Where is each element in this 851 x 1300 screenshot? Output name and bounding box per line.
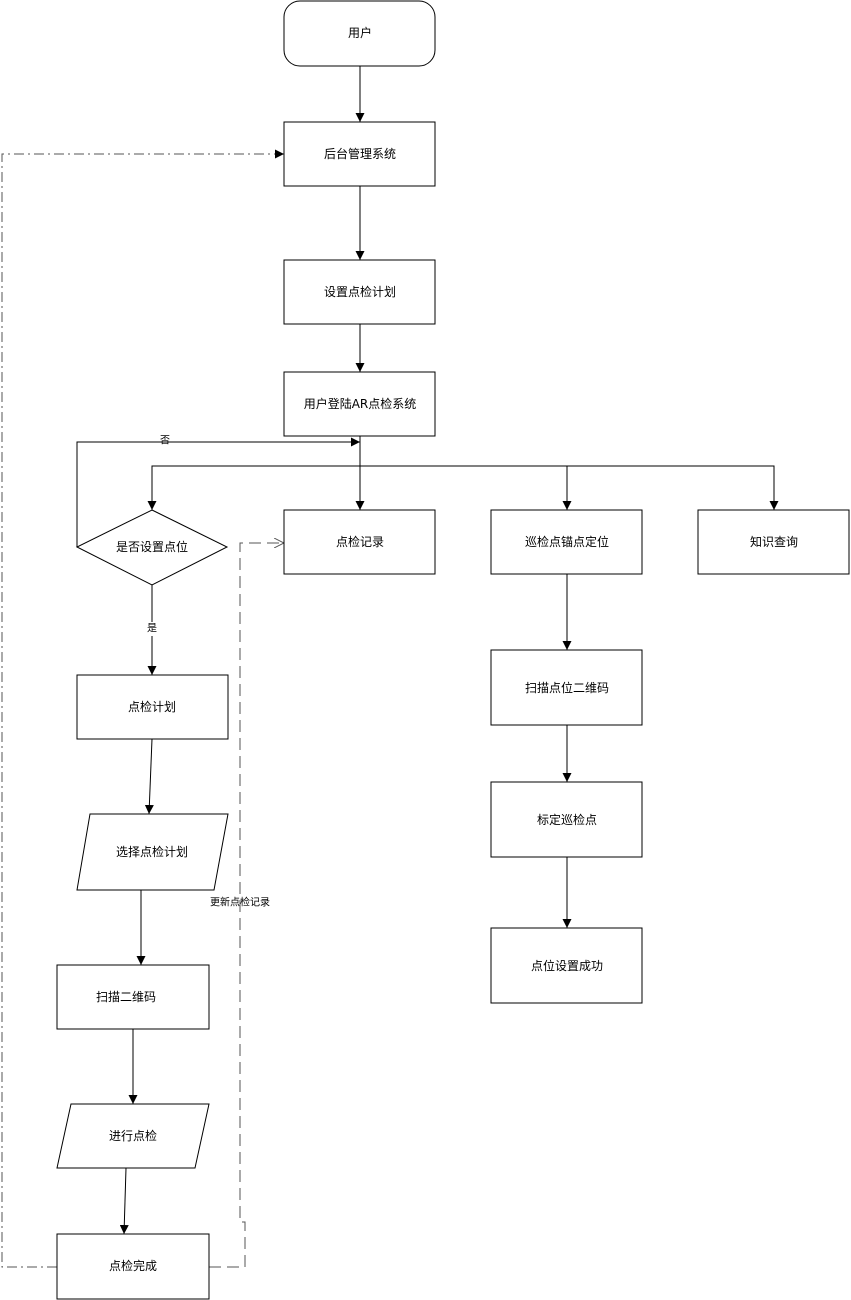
node-do-inspection-shape — [56, 1103, 210, 1169]
node-select-plan-shape — [76, 813, 229, 891]
node-scan-qr-label: 扫描二维码 — [96, 990, 156, 1004]
edges — [1, 66, 779, 1268]
node-set-plan-label: 设置点检计划 — [324, 284, 396, 299]
node-login-label: 用户登陆AR点检系统 — [304, 396, 417, 411]
edge-label-no: 否 — [160, 435, 170, 447]
node-backend-shape — [283, 121, 436, 187]
node-inspection-plan-shape — [76, 674, 229, 740]
node-select-plan-label: 选择点检计划 — [116, 844, 188, 859]
node-scan-qr-shape — [56, 964, 210, 1030]
node-mark-point: 标定巡检点 — [490, 781, 643, 858]
node-anchor-locate-shape — [490, 509, 643, 575]
node-backend: 后台管理系统 — [283, 121, 436, 187]
node-point-set-success-label: 点位设置成功 — [531, 958, 603, 973]
node-point-set-success-shape — [490, 927, 643, 1004]
node-knowledge-query-shape — [697, 509, 850, 575]
edge-label-yes-bg — [144, 622, 160, 636]
node-inspection-done: 点检完成 — [56, 1233, 210, 1300]
node-inspection-record-shape — [283, 509, 436, 575]
node-is-set-point-label: 是否设置点位 — [116, 539, 188, 554]
edge-login-knowledge — [567, 465, 779, 510]
edge-label-update-record: 更新点检记录 — [210, 896, 270, 909]
node-inspection-done-label: 点检完成 — [109, 1258, 157, 1273]
node-inspection-plan-label: 点检计划 — [128, 699, 176, 714]
node-backend-label: 后台管理系统 — [324, 146, 396, 161]
node-scan-point-qr-label: 扫描点位二维码 — [525, 680, 609, 695]
node-knowledge-query: 知识查询 — [697, 509, 850, 575]
edge-login-anchor — [360, 465, 572, 510]
node-user-shape — [283, 0, 436, 67]
node-set-plan-shape — [283, 259, 436, 325]
node-login-shape — [283, 371, 436, 437]
node-inspection-plan: 点检计划 — [76, 674, 229, 740]
node-mark-point-shape — [490, 781, 643, 858]
node-inspection-done-shape — [56, 1233, 210, 1300]
edge-done-record — [209, 543, 284, 1268]
node-select-plan: 选择点检计划 — [76, 813, 229, 891]
node-is-set-point-shape — [75, 509, 229, 586]
node-user: 用户 — [283, 0, 436, 67]
node-inspection-record-label: 点检记录 — [336, 534, 384, 549]
edge-plan-select — [144, 738, 154, 815]
edge-decision-no — [76, 437, 360, 547]
node-point-set-success: 点位设置成功 — [490, 927, 643, 1004]
node-do-inspection-label: 进行点检 — [109, 1128, 157, 1143]
node-mark-point-label: 标定巡检点 — [537, 812, 597, 827]
node-anchor-locate: 巡检点锚点定位 — [490, 509, 643, 575]
node-scan-qr: 扫描二维码 — [56, 964, 210, 1030]
edge-done-backend — [1, 149, 284, 1268]
edge-do-done — [119, 1167, 129, 1235]
node-login: 用户登陆AR点检系统 — [283, 371, 436, 437]
node-scan-point-qr: 扫描点位二维码 — [490, 649, 643, 726]
node-anchor-locate-label: 巡检点锚点定位 — [525, 534, 609, 549]
node-do-inspection: 进行点检 — [56, 1103, 210, 1169]
node-set-plan: 设置点检计划 — [283, 259, 436, 325]
node-inspection-record: 点检记录 — [283, 509, 436, 575]
node-is-set-point: 是否设置点位 — [75, 509, 229, 586]
edge-label-yes: 是 — [147, 623, 157, 635]
node-user-label: 用户 — [348, 25, 372, 40]
node-knowledge-query-label: 知识查询 — [750, 535, 798, 549]
edge-login-decision — [147, 465, 360, 510]
node-scan-point-qr-shape — [490, 649, 643, 726]
